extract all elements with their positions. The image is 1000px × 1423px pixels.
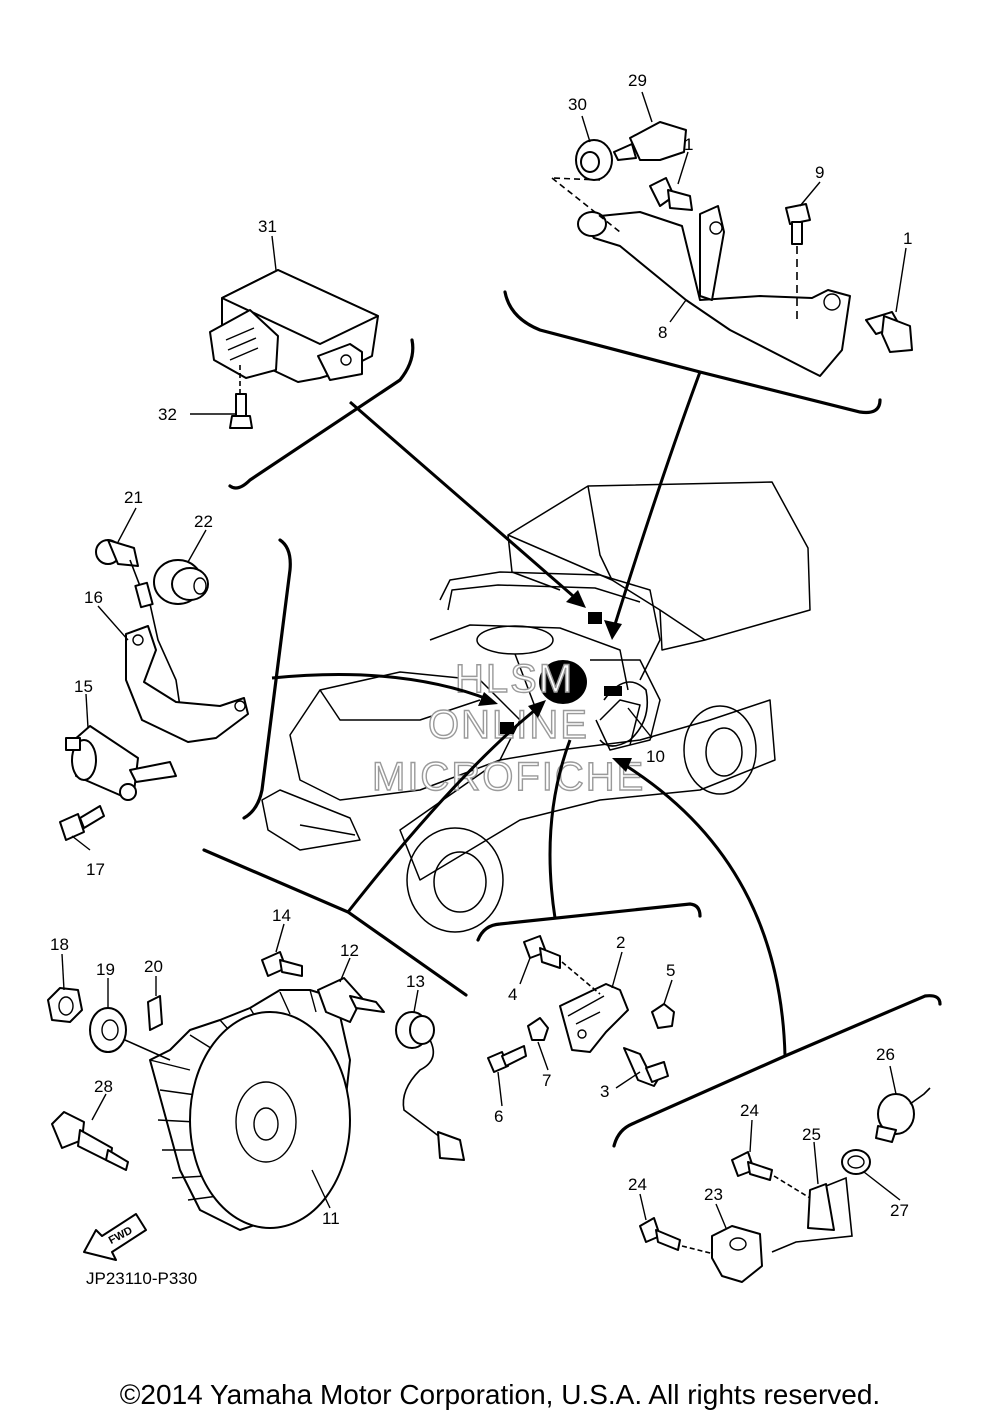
part-28-sensor[interactable] [51, 1111, 129, 1171]
fwd-arrow-icon: FWD [83, 1213, 147, 1261]
part-26-sender[interactable] [875, 1087, 931, 1143]
part-19-washer[interactable] [89, 1007, 127, 1053]
callout-14: 14 [272, 906, 291, 925]
part-25-plate[interactable] [771, 1176, 853, 1253]
svg-text:MICROFICHE: MICROFICHE [372, 755, 645, 799]
callout-27: 27 [890, 1201, 909, 1220]
part-13-grommet-lead[interactable] [395, 1011, 465, 1161]
part-32-bolt[interactable] [229, 365, 253, 429]
part-23-sensor-housing[interactable] [711, 1225, 763, 1283]
callout-32: 32 [158, 405, 177, 424]
svg-text:HLSM: HLSM [455, 657, 574, 701]
part-7-nut[interactable] [527, 1017, 549, 1041]
callout-5: 5 [666, 961, 675, 980]
watermark: HLSM ONLINE MICROFICHE [371, 656, 645, 799]
callout-1: 1 [903, 229, 912, 248]
callout-7: 7 [542, 1071, 551, 1090]
part-4-bolt[interactable] [523, 935, 601, 995]
part-24-bolt-upper[interactable] [731, 1151, 811, 1199]
callout-11: 11 [322, 1209, 340, 1228]
part-15-ignition-coil[interactable] [65, 725, 177, 801]
part-8-bracket[interactable] [551, 177, 851, 377]
svg-text:ONLINE: ONLINE [428, 703, 589, 747]
callout-17: 17 [86, 860, 105, 879]
callout-15: 15 [74, 677, 93, 696]
callout-31: 31 [258, 217, 277, 236]
callout-8: 8 [658, 323, 667, 342]
callout-24: 24 [740, 1101, 759, 1120]
callout-21: 21 [124, 488, 143, 507]
part-22-grommet[interactable] [153, 559, 209, 605]
part-21-plug-cap[interactable] [95, 539, 183, 721]
callout-numbers: 29 30 1 9 1 8 31 32 21 22 16 15 17 10 14… [50, 71, 912, 1228]
part-1-bolt-lower[interactable] [865, 311, 913, 353]
callout-19: 19 [96, 960, 115, 979]
callout-30: 30 [568, 95, 587, 114]
callout-16: 16 [84, 588, 103, 607]
part-31-control-unit[interactable] [209, 269, 379, 383]
callout-6: 6 [494, 1107, 503, 1126]
callout-1: 1 [684, 135, 693, 154]
part-24-bolt-lower[interactable] [639, 1217, 715, 1255]
callout-4: 4 [508, 985, 517, 1004]
callout-13: 13 [406, 972, 425, 991]
part-9-bolt[interactable] [785, 203, 811, 320]
callout-22: 22 [194, 512, 213, 531]
diagram-reference-code: JP23110-P330 [86, 1269, 198, 1288]
part-30-grommet[interactable] [575, 139, 613, 181]
callout-28: 28 [94, 1077, 113, 1096]
part-3-bolt[interactable] [623, 1047, 669, 1087]
part-17-bolt[interactable] [59, 805, 105, 841]
part-11-flywheel[interactable] [124, 989, 351, 1231]
callout-18: 18 [50, 935, 69, 954]
part-29-sensor[interactable] [613, 121, 687, 161]
callout-29: 29 [628, 71, 647, 90]
part-1-bolt-upper[interactable] [649, 177, 693, 211]
callout-24: 24 [628, 1175, 647, 1194]
part-5-nut[interactable] [651, 1003, 675, 1029]
part-6-bolt[interactable] [487, 1045, 527, 1073]
copyright-notice: ©2014 Yamaha Motor Corporation, U.S.A. A… [119, 1379, 881, 1410]
part-14-bolt[interactable] [261, 951, 303, 977]
part-16-bracket[interactable] [125, 625, 249, 743]
callout-20: 20 [144, 957, 163, 976]
callout-12: 12 [340, 941, 359, 960]
callout-23: 23 [704, 1185, 723, 1204]
part-2-bracket[interactable] [559, 983, 629, 1053]
callout-3: 3 [600, 1082, 609, 1101]
part-18-nut[interactable] [47, 987, 83, 1023]
callout-2: 2 [616, 933, 625, 952]
group-brackets [202, 290, 942, 1148]
part-12-pickup-coil[interactable] [317, 977, 385, 1023]
callout-9: 9 [815, 163, 824, 182]
callout-10: 10 [646, 747, 665, 766]
engine-part-marker [539, 660, 587, 704]
vehicle-outline [261, 481, 811, 933]
part-20-key[interactable] [147, 995, 163, 1031]
callout-26: 26 [876, 1045, 895, 1064]
part-27-o-ring[interactable] [841, 1149, 871, 1175]
callout-25: 25 [802, 1125, 821, 1144]
leader-lines [61, 91, 907, 1229]
